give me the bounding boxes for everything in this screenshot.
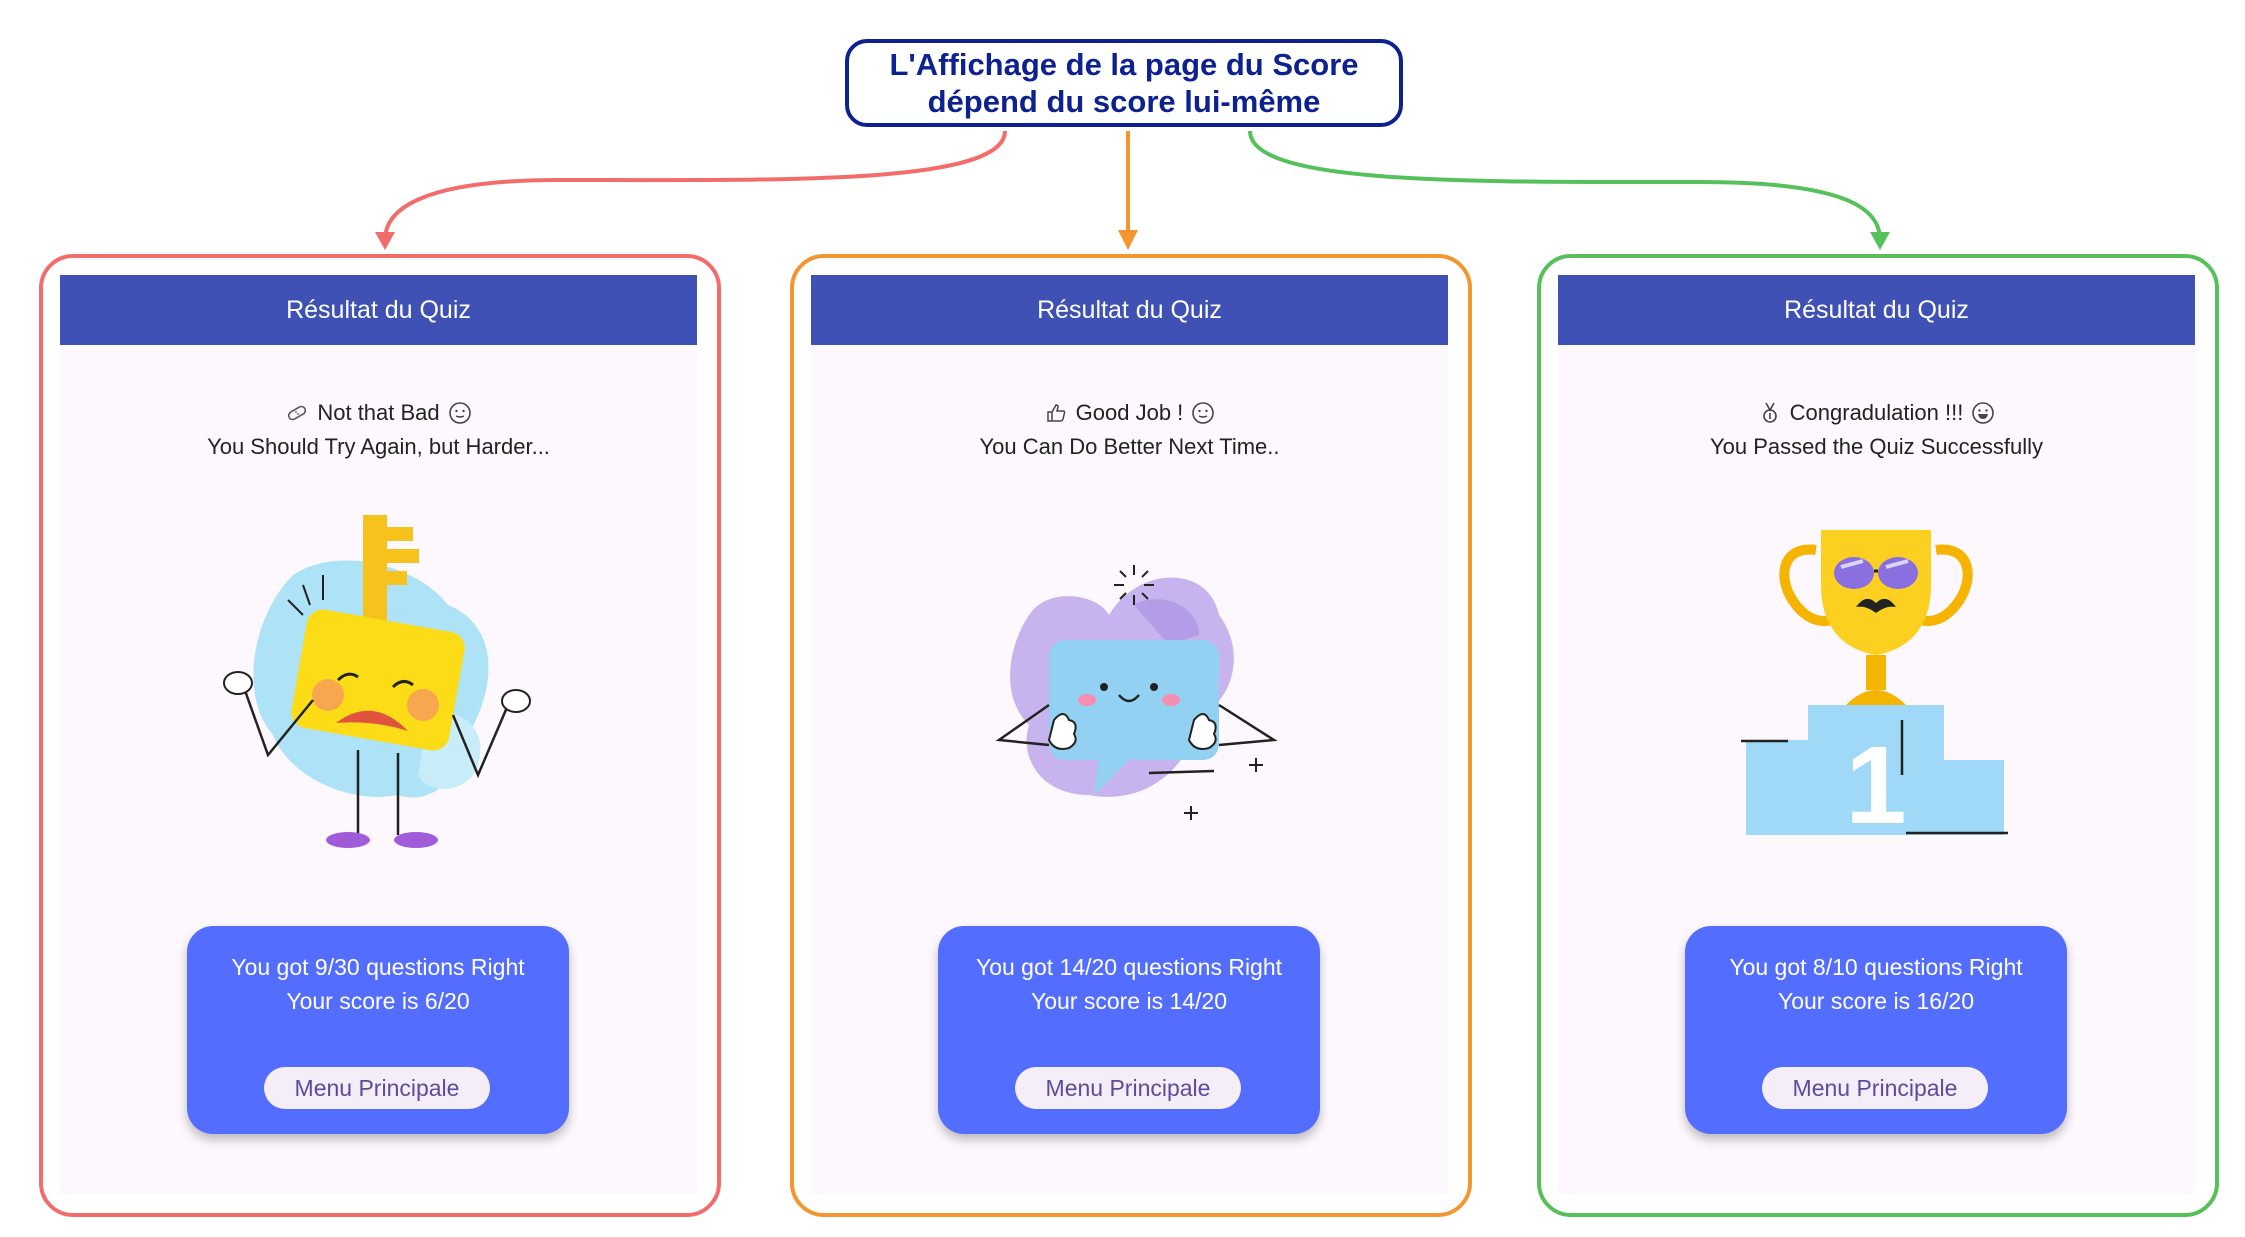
sad-key-illustration	[223, 515, 531, 848]
thumbs-up-icon	[1046, 404, 1066, 422]
trophy-podium-illustration: 1	[1741, 530, 2008, 847]
menu-principale-button[interactable]: Menu Principale	[264, 1067, 490, 1109]
result-heading: Congradulation !!!	[1789, 400, 1964, 425]
grinning-face-icon	[1972, 402, 1995, 424]
slightly-smiling-face-icon	[1192, 402, 1215, 424]
app-bar: Résultat du Quiz	[811, 275, 1448, 345]
result-heading: Not that Bad	[317, 400, 440, 425]
score-text: Your score is 16/20	[1777, 988, 1975, 1014]
menu-principale-button[interactable]: Menu Principale	[1762, 1067, 1988, 1109]
app-bar-title: Résultat du Quiz	[1784, 295, 1969, 324]
questions-right-text: You got 8/10 questions Right	[1729, 954, 2023, 980]
diagram-title: L'Affichage de la page du Score dépend d…	[845, 39, 1403, 127]
result-subheading: You Can Do Better Next Time..	[979, 434, 1280, 459]
arrow-to-high-score	[1248, 130, 1882, 241]
arrowhead-mid	[1118, 230, 1138, 250]
result-message: Good Job ! You Can Do Better Next Time..	[811, 396, 1448, 464]
app-bar-title: Résultat du Quiz	[286, 295, 471, 324]
questions-right-text: You got 14/20 questions Right	[975, 954, 1283, 980]
result-subheading: You Should Try Again, but Harder...	[207, 434, 550, 459]
podium-number: 1	[1845, 724, 1906, 847]
title-line-2: dépend du score lui-même	[927, 84, 1321, 119]
menu-principale-button[interactable]: Menu Principale	[1015, 1067, 1241, 1109]
thumbs-up-bubble-illustration	[995, 565, 1278, 820]
score-card: You got 14/20 questions Right Your score…	[938, 926, 1320, 1134]
app-bar: Résultat du Quiz	[1558, 275, 2195, 345]
medal-icon	[1762, 402, 1777, 423]
result-message: Congradulation !!! You Passed the Quiz S…	[1558, 396, 2195, 464]
score-card: You got 9/30 questions Right Your score …	[187, 926, 569, 1134]
slightly-smiling-face-icon	[448, 402, 471, 424]
arrowhead-low	[375, 232, 395, 250]
result-heading: Good Job !	[1075, 400, 1184, 425]
title-line-1: L'Affichage de la page du Score	[889, 47, 1359, 82]
arrow-to-low-score	[383, 130, 1007, 241]
score-card: You got 8/10 questions Right Your score …	[1685, 926, 2067, 1134]
quiz-result-screen-high: Résultat du Quiz Congradulation !!! You …	[1558, 275, 2195, 1194]
low-score-frame: Résultat du Quiz Not that Bad You Should…	[39, 254, 721, 1217]
app-bar-title: Résultat du Quiz	[1037, 295, 1222, 324]
score-text: Your score is 6/20	[286, 988, 470, 1014]
result-subheading: You Passed the Quiz Successfully	[1709, 434, 2044, 459]
quiz-result-screen-low: Résultat du Quiz Not that Bad You Should…	[60, 275, 697, 1194]
app-bar: Résultat du Quiz	[60, 275, 697, 345]
score-text: Your score is 14/20	[1030, 988, 1228, 1014]
questions-right-text: You got 9/30 questions Right	[231, 954, 525, 980]
result-message: Not that Bad You Should Try Again, but H…	[60, 396, 697, 464]
bandage-icon	[288, 405, 307, 421]
mid-score-frame: Résultat du Quiz Good Job ! You Can Do B…	[790, 254, 1472, 1217]
quiz-result-screen-mid: Résultat du Quiz Good Job ! You Can Do B…	[811, 275, 1448, 1194]
high-score-frame: Résultat du Quiz Congradulation !!! You …	[1537, 254, 2219, 1217]
arrowhead-high	[1870, 232, 1890, 250]
